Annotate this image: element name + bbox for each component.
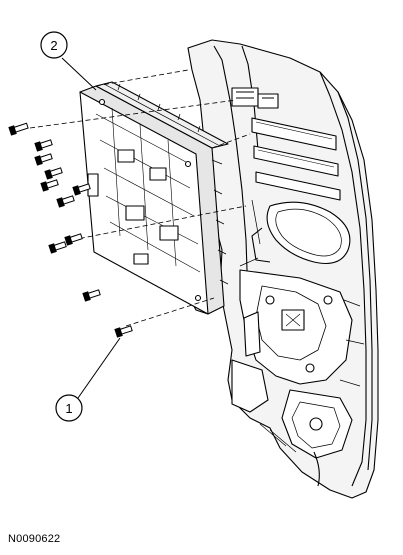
screw-icon [56,195,75,208]
callout-label-2: 2 [50,38,57,53]
electronic-module [79,81,229,315]
alignment-lines [29,69,251,327]
screw-icon [48,241,67,254]
callout-label-1: 1 [65,401,72,416]
figure-id: N0090622 [8,533,61,545]
screw-icon [72,183,91,196]
screw-icon [34,139,53,152]
callout-1: 1 [55,337,121,422]
screw-icon [34,153,53,166]
trim-panel-housing [187,39,379,499]
callout-2: 2 [40,31,97,91]
screw-icon [64,233,83,246]
screw-icon [8,122,29,136]
screws [8,122,133,338]
leader-line [61,57,97,91]
screw-icon [40,179,59,192]
screw-icon [44,167,63,180]
screw-icon [82,289,101,302]
screw-icon [114,325,133,338]
leader-line [77,337,121,399]
